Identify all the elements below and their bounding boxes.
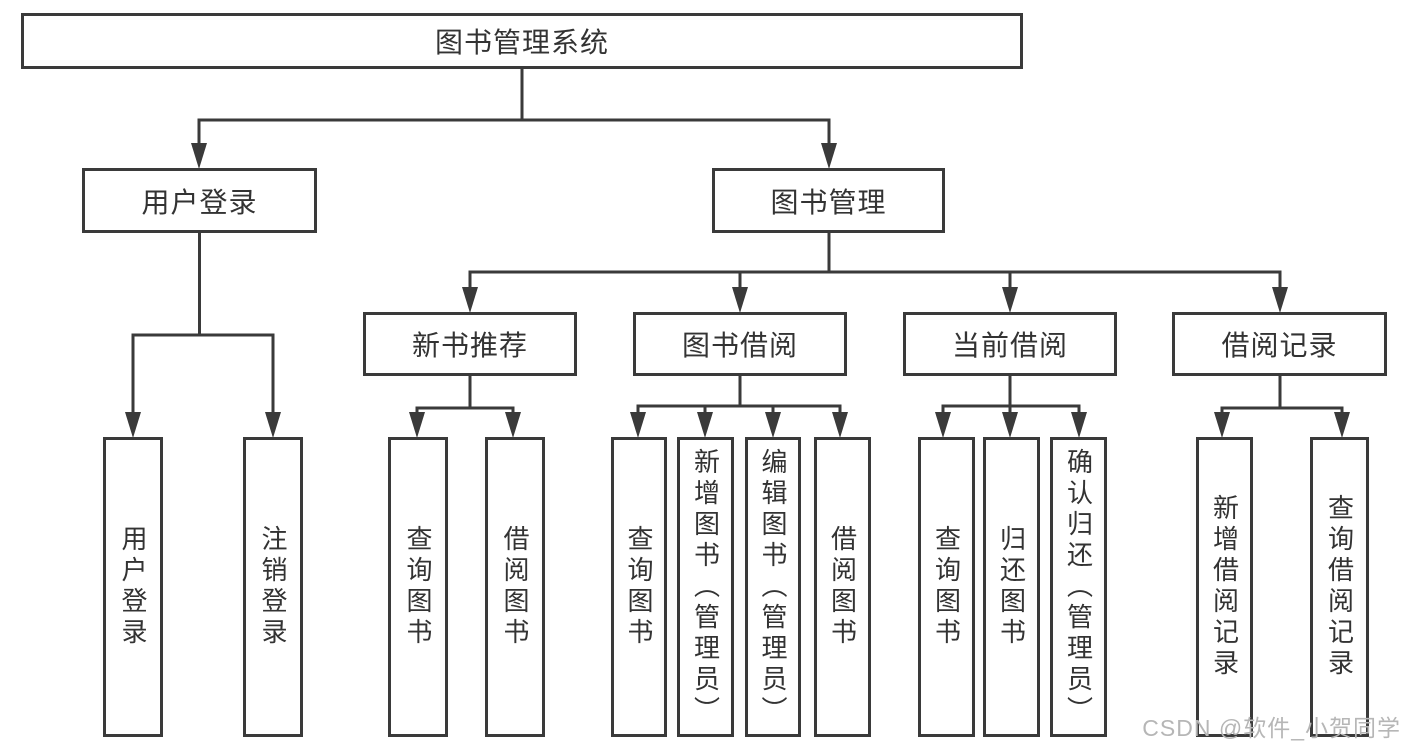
leaf-add-book-admin: 新增图书（管理员）: [677, 437, 734, 737]
leaf-query-borrow-record-label: 查询借阅记录: [1324, 494, 1355, 680]
leaf-query-books-recommend-label: 查询图书: [403, 525, 433, 649]
node-new-book-recommend: 新书推荐: [363, 312, 577, 376]
leaf-query-books-current-label: 查询图书: [931, 525, 962, 649]
node-book-borrow-label: 图书借阅: [681, 330, 798, 361]
node-book-management-label: 图书管理: [770, 186, 887, 218]
leaf-borrow-books-label: 借阅图书: [827, 525, 858, 649]
leaf-edit-book-admin-label: 编辑图书（管理员）: [758, 447, 788, 727]
leaf-edit-book-admin: 编辑图书（管理员）: [745, 437, 801, 737]
node-book-borrow: 图书借阅: [633, 312, 847, 376]
leaf-return-books: 归还图书: [983, 437, 1040, 737]
leaf-logout-label: 注销登录: [258, 525, 288, 649]
node-library-system-label: 图书管理系统: [434, 27, 609, 58]
node-current-borrow: 当前借阅: [903, 312, 1117, 376]
node-borrow-records-label: 借阅记录: [1221, 330, 1338, 361]
leaf-confirm-return-admin: 确认归还（管理员）: [1050, 437, 1107, 737]
node-user-login: 用户登录: [82, 168, 317, 233]
leaf-query-books-current: 查询图书: [918, 437, 975, 737]
leaf-borrow-books: 借阅图书: [814, 437, 871, 737]
leaf-add-borrow-record: 新增借阅记录: [1196, 437, 1253, 737]
node-book-management: 图书管理: [712, 168, 945, 233]
leaf-query-borrow-record: 查询借阅记录: [1310, 437, 1369, 737]
leaf-user-login: 用户登录: [103, 437, 163, 737]
leaf-logout: 注销登录: [243, 437, 303, 737]
leaf-confirm-return-admin-label: 确认归还（管理员）: [1063, 447, 1094, 727]
leaf-borrow-books-recommend: 借阅图书: [485, 437, 545, 737]
leaf-query-books-recommend: 查询图书: [388, 437, 448, 737]
leaf-user-login-label: 用户登录: [118, 525, 148, 649]
node-library-system: 图书管理系统: [21, 13, 1023, 69]
leaf-borrow-books-recommend-label: 借阅图书: [500, 525, 530, 649]
node-new-book-recommend-label: 新书推荐: [411, 330, 528, 361]
leaf-return-books-label: 归还图书: [996, 525, 1027, 649]
leaf-query-books-borrow: 查询图书: [611, 437, 667, 737]
leaf-add-book-admin-label: 新增图书（管理员）: [690, 447, 721, 727]
leaf-add-borrow-record-label: 新增借阅记录: [1209, 494, 1240, 680]
node-current-borrow-label: 当前借阅: [951, 330, 1068, 361]
csdn-watermark: CSDN @软件_小贺同学: [1142, 715, 1401, 741]
node-user-login-label: 用户登录: [141, 186, 258, 218]
leaf-query-books-borrow-label: 查询图书: [624, 525, 654, 649]
node-borrow-records: 借阅记录: [1172, 312, 1387, 376]
